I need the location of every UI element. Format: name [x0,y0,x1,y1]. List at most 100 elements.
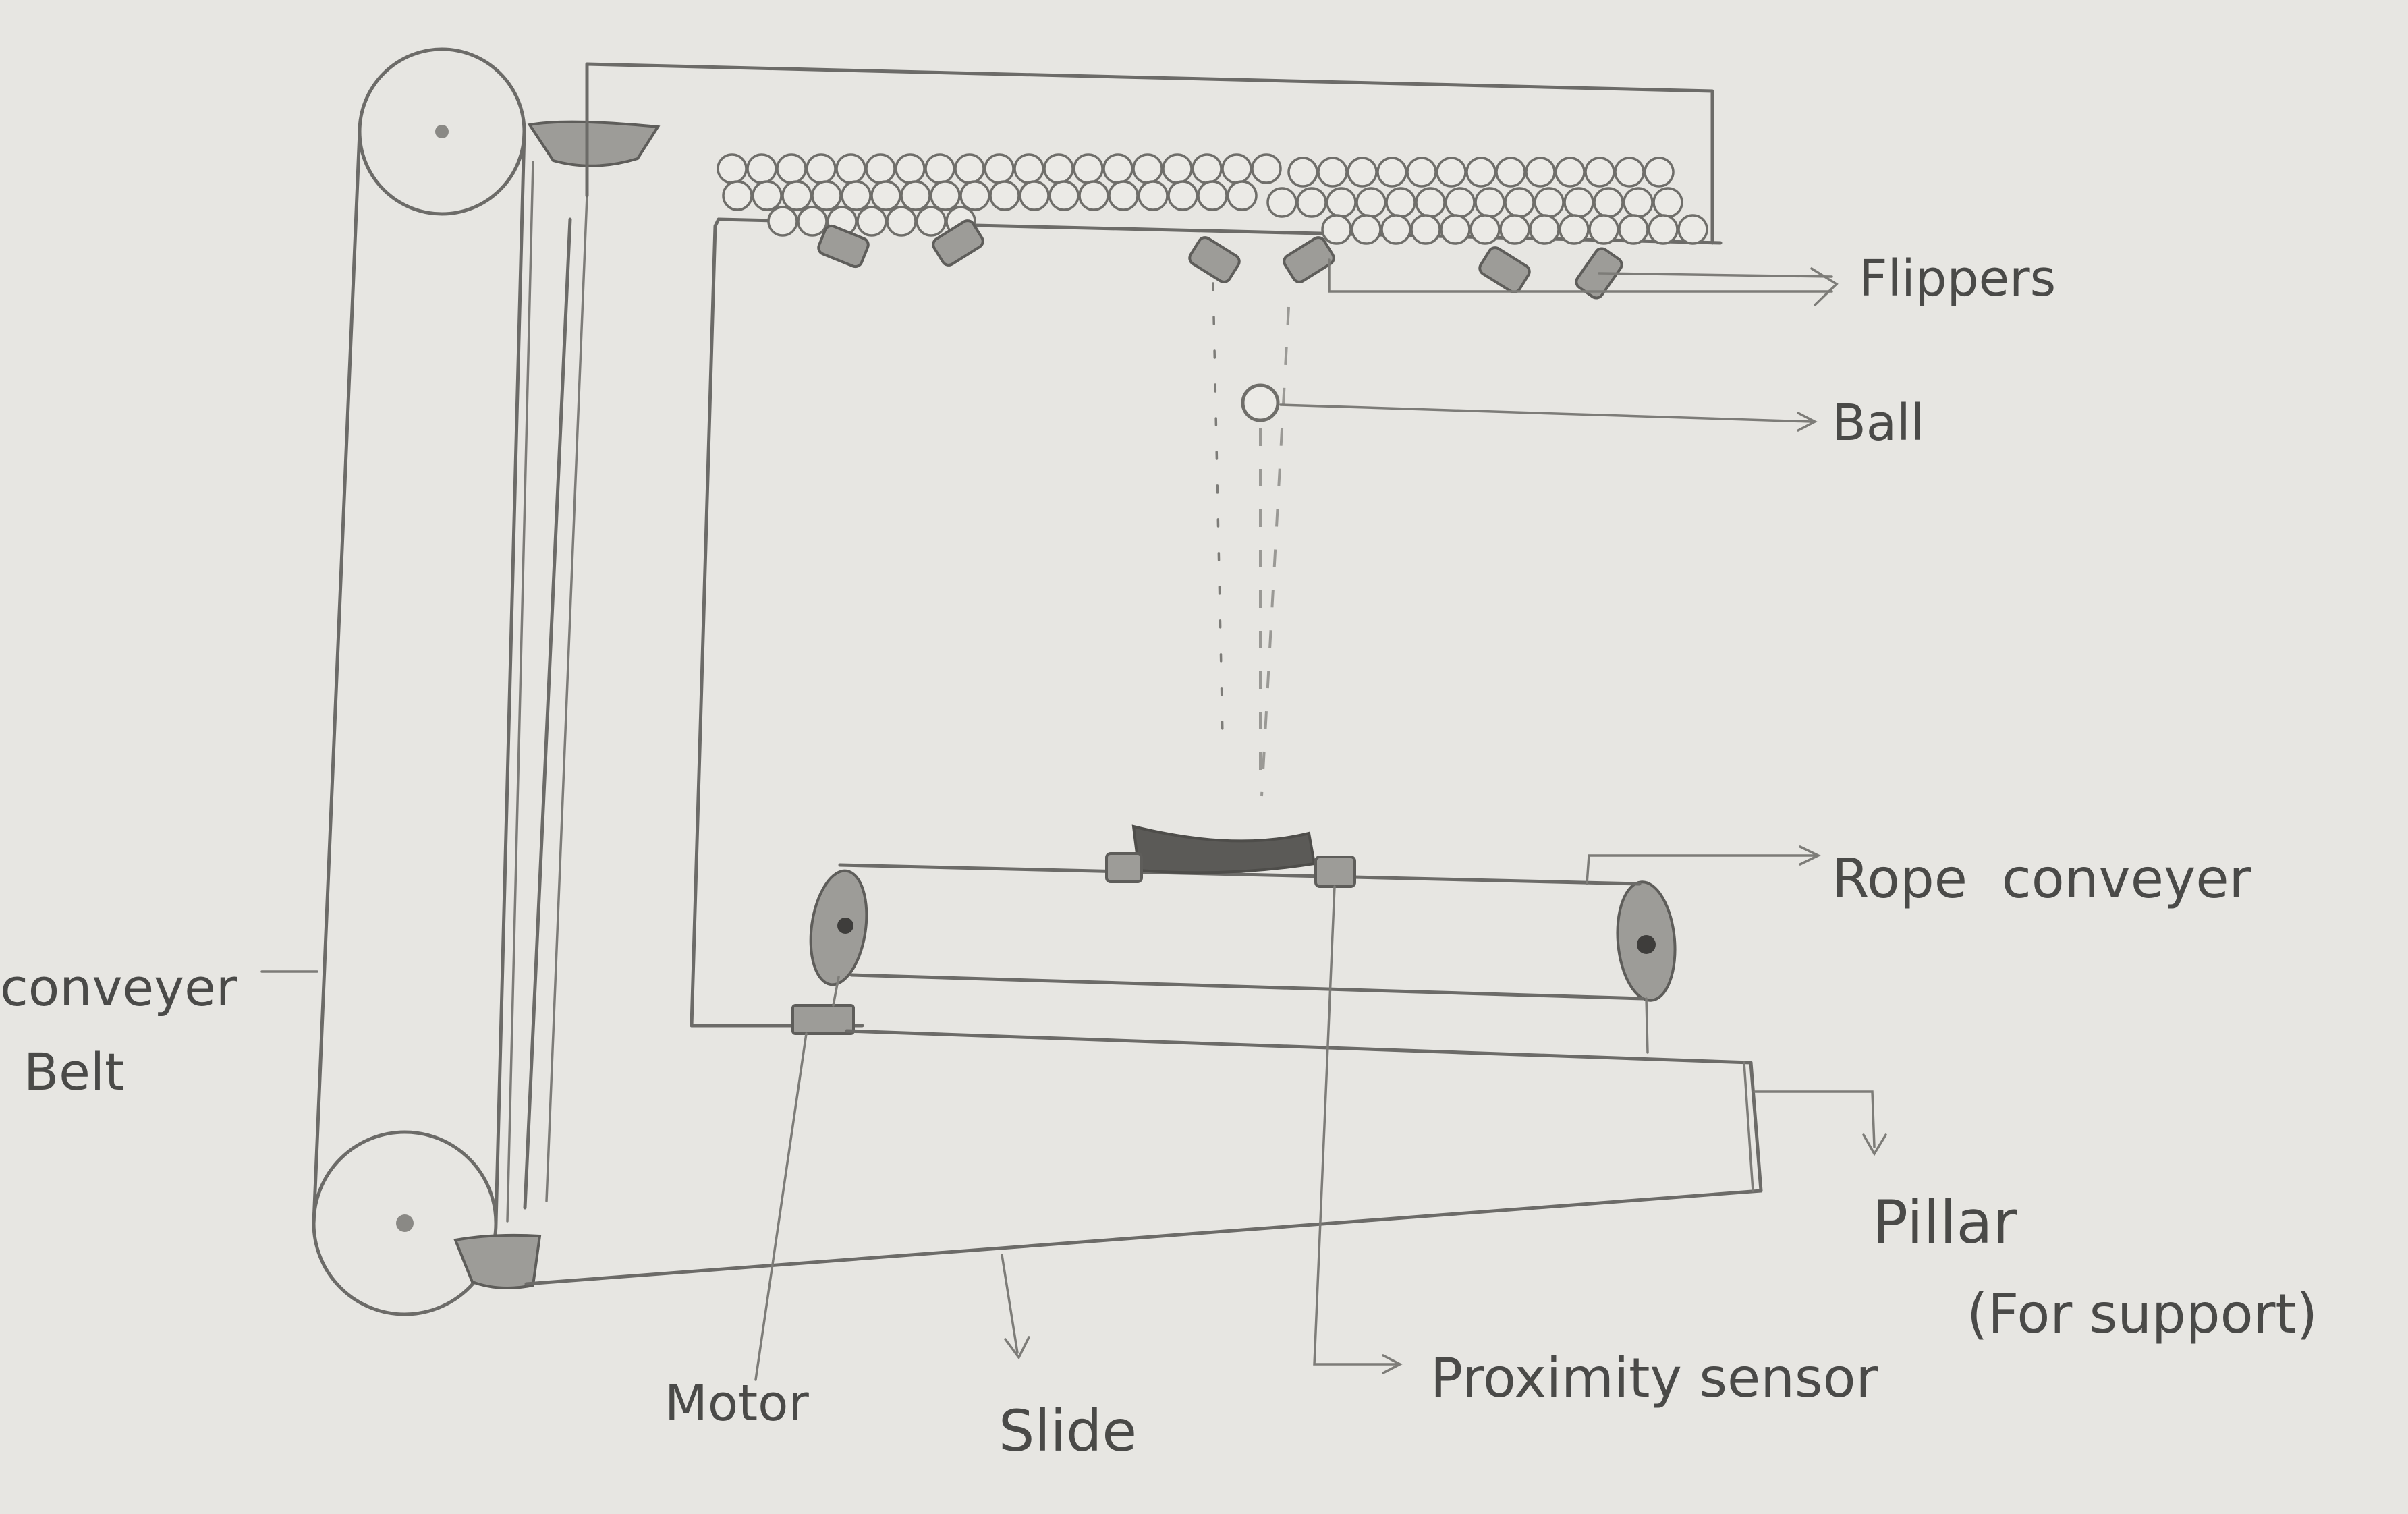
track-ball [1411,215,1440,244]
track-ball [917,207,945,235]
track-ball [872,181,900,210]
track-ball [1327,188,1355,217]
track-ball [1198,181,1227,210]
track-ball [1416,188,1445,217]
track-ball [812,181,841,210]
track-ball [887,207,916,235]
motor-block [793,1005,853,1034]
track-ball [1080,181,1108,210]
track-ball [1530,215,1559,244]
catcher-clamp-left [1107,853,1142,882]
track-ball [1441,215,1469,244]
flippers-leader-2 [1599,273,1832,277]
track-ball [1133,155,1162,183]
track-ball [1020,181,1048,210]
track-ball [1050,181,1078,210]
flipper-3 [1187,235,1242,284]
track-ball [718,155,746,183]
track-ball [901,181,930,210]
top-pulley-axle [435,125,449,138]
rope-pulley-left-axle [837,918,853,934]
track-ball [1407,158,1436,186]
track-ball [1163,155,1192,183]
track-ball [955,155,984,183]
track-ball [837,155,865,183]
track-ball [1378,158,1406,186]
label-rope-conveyer: Rope conveyer [1832,847,2251,910]
track-ball [748,155,776,183]
bottom-pulley-axle [396,1214,414,1232]
bottom-bucket [455,1235,540,1288]
track-ball [1074,155,1102,183]
track-ball [1526,158,1555,186]
track-ball [777,155,806,183]
slide [526,1031,1761,1284]
ball-catcher [1133,826,1314,872]
track-ball [798,207,827,235]
fall-path-guide [1213,283,1223,735]
slide-leader [1002,1255,1017,1353]
track-ball [1624,188,1652,217]
pillar [1744,1063,1761,1191]
fall-path-right [1262,307,1289,796]
track-ball [1590,215,1618,244]
track-ball [990,181,1019,210]
rope-bottom [851,975,1643,999]
rope-leader [1587,856,1815,884]
track-ball [1679,215,1707,244]
track-ball [1387,188,1415,217]
label-conveyer-belt-line2: Belt [24,1042,125,1102]
track-ball [1560,215,1588,244]
track-ball [985,155,1013,183]
track-ball [1654,188,1682,217]
track-ball [926,155,954,183]
track-ball [807,155,835,183]
track-ball [1289,158,1317,186]
track-ball [842,181,870,210]
support-rod-outer [525,219,570,1208]
sensor-leader [1314,887,1397,1364]
track-ball [1505,188,1534,217]
label-motor: Motor [665,1374,809,1432]
track-ball [723,181,752,210]
track-ball [1169,181,1197,210]
track-ball [1322,215,1351,244]
track-ball [768,207,797,235]
track-ball [1382,215,1410,244]
label-slide: Slide [999,1398,1137,1464]
track-ball [1586,158,1614,186]
track-ball [1109,181,1138,210]
track-ball [1556,158,1584,186]
track-ball [1139,181,1167,210]
track-ball [1193,155,1221,183]
top-bucket [530,122,658,166]
flippers-arrowhead [1812,269,1837,305]
track-ball [1352,215,1380,244]
track-ball [1467,158,1495,186]
falling-ball [1243,385,1278,420]
track-ball [1104,155,1132,183]
track-ball [1619,215,1648,244]
track-ball [1228,181,1256,210]
conveyer-belt [314,49,533,1314]
track-ball [1252,155,1281,183]
track-ball [1437,158,1465,186]
track-ball [1044,155,1073,183]
label-pillar: Pillar [1872,1187,2017,1257]
track-ball [1268,188,1296,217]
track-ball [1015,155,1043,183]
motor-leader [756,1034,806,1380]
track-ball [1615,158,1644,186]
track-ball [866,155,895,183]
ball-leader [1281,405,1812,422]
slide-bottom-edge [526,1191,1761,1284]
track-ball [1357,188,1385,217]
track-ball [1318,158,1347,186]
proximity-sensor-unit [1316,857,1355,887]
track-ball [858,207,886,235]
track-ball [1348,158,1376,186]
rope-pulley-right-axle [1637,935,1656,954]
track-ball [1594,188,1623,217]
